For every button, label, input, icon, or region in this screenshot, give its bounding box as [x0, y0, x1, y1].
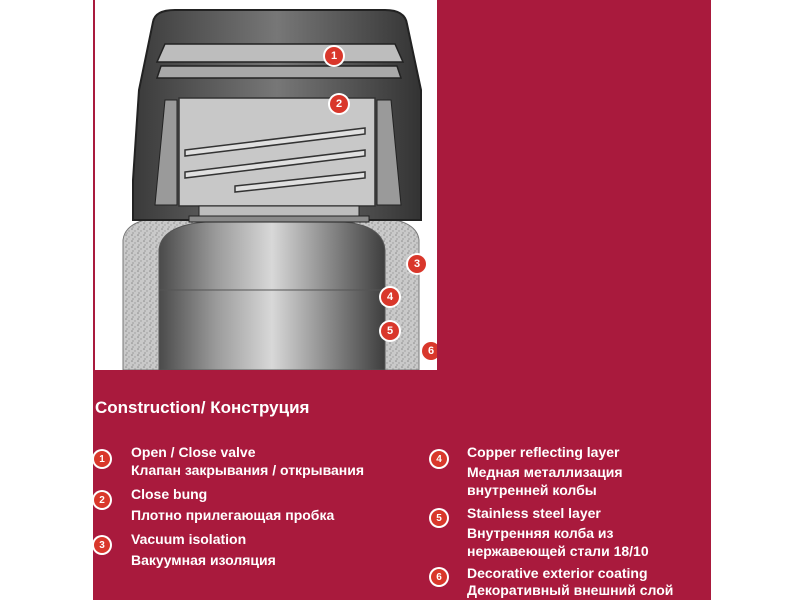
- marker-6-coating: 6: [420, 340, 437, 362]
- legend-label-en: Close bung: [131, 486, 208, 502]
- legend-number: 4: [431, 451, 447, 467]
- legend-label-en: Open / Close valve: [131, 444, 256, 460]
- legend-badge: 2: [92, 490, 112, 510]
- marker-5-steel: 5: [379, 320, 401, 342]
- legend-badge: 5: [429, 508, 449, 528]
- legend-label-en: Stainless steel layer: [467, 505, 601, 521]
- legend-number: 5: [431, 510, 447, 526]
- marker-3-vacuum: 3: [406, 253, 428, 275]
- legend-badge: 6: [429, 567, 449, 587]
- legend-label-en: Vacuum isolation: [131, 531, 247, 547]
- marker-number: 4: [381, 288, 399, 306]
- legend-label-ru-line2: нержавеющей стали 18/10: [467, 543, 649, 559]
- legend-label-ru: Декоративный внешний слой: [467, 582, 674, 598]
- legend-label-ru: Внутренняя колба из: [467, 525, 614, 541]
- legend-label-ru-line2: внутренней колбы: [467, 482, 597, 498]
- legend-number: 2: [94, 492, 110, 508]
- legend-label-ru: Вакуумная изоляция: [131, 552, 276, 568]
- legend-number: 3: [94, 537, 110, 553]
- section-heading: Construction/ Конструция: [95, 398, 310, 417]
- legend-label-ru: Плотно прилегающая пробка: [131, 507, 335, 523]
- marker-1-valve: 1: [323, 45, 345, 67]
- legend-label-ru: Клапан закрывания / открывания: [131, 462, 365, 478]
- marker-number: 3: [408, 255, 426, 273]
- thermos-drawing: [122, 9, 422, 370]
- marker-number: 2: [330, 95, 348, 113]
- marker-number: 6: [422, 342, 437, 360]
- marker-2-bung: 2: [328, 93, 350, 115]
- marker-4-copper: 4: [379, 286, 401, 308]
- legend-badge: 4: [429, 449, 449, 469]
- marker-number: 1: [325, 47, 343, 65]
- legend-label-en: Copper reflecting layer: [467, 444, 620, 460]
- thermos-cutaway-illustration: 1 2 3 4 5 6: [95, 0, 437, 370]
- legend-label-en: Decorative exterior coating: [467, 565, 648, 581]
- legend-badge: 1: [92, 449, 112, 469]
- marker-number: 5: [381, 322, 399, 340]
- legend-label-ru: Медная металлизация: [467, 464, 623, 480]
- legend-number: 6: [431, 569, 447, 585]
- legend-number: 1: [94, 451, 110, 467]
- legend-badge: 3: [92, 535, 112, 555]
